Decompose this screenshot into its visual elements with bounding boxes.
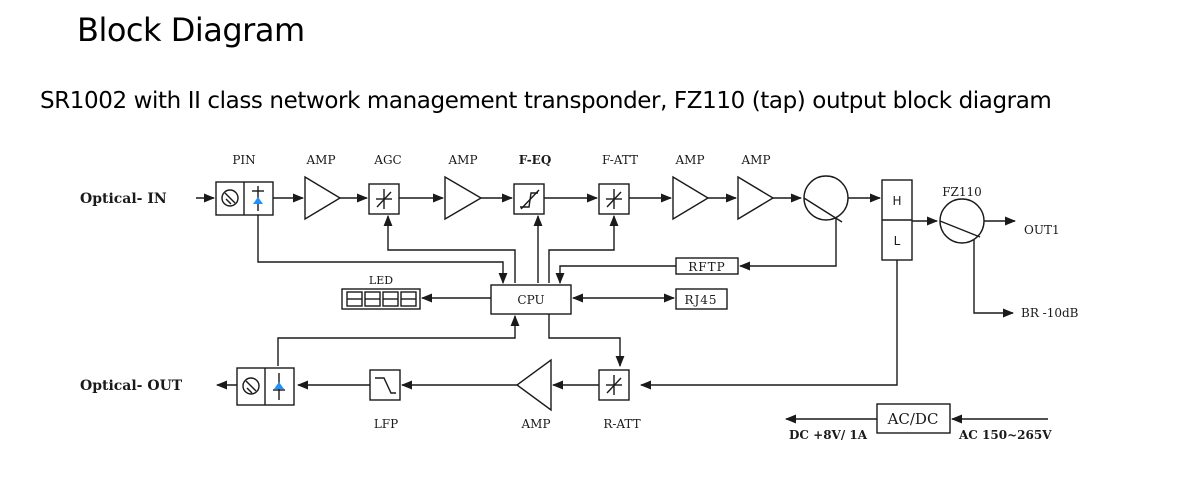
coupler-circle [803, 175, 849, 223]
pin-photodiode-block [215, 181, 274, 216]
acdc-box [876, 403, 951, 434]
optical-in-label: Optical- IN [80, 191, 167, 207]
agc-label: AGC [373, 153, 401, 167]
ratt-label: R-ATT [603, 417, 640, 431]
laser-diode-icon [274, 382, 284, 389]
rftp-label: RFTP [688, 260, 725, 274]
amp3-triangle [672, 175, 710, 221]
return-amp-triangle [515, 358, 552, 412]
lfp-filter-block [369, 369, 401, 401]
rj45-box [675, 288, 728, 310]
dc-out-label: DC +8V/ 1A [789, 428, 868, 442]
amp3-label: AMP [674, 153, 704, 167]
return-amp-label: AMP [520, 417, 550, 431]
acdc-label: AC/DC [887, 410, 939, 428]
fz110-tap-circle [939, 198, 985, 244]
cpu-box [490, 284, 572, 315]
fatt-label: F-ATT [602, 153, 638, 167]
diplexer-block [881, 179, 913, 261]
pin-label: PIN [232, 153, 255, 167]
fz110-label: FZ110 [942, 185, 982, 199]
amp4-triangle [737, 175, 775, 221]
photodiode-icon [253, 197, 263, 204]
laser-transmitter-block [236, 367, 295, 406]
fatt-block [598, 183, 630, 215]
amp2-label: AMP [447, 153, 477, 167]
amp2-triangle [444, 175, 483, 221]
rj45-label: RJ45 [684, 293, 717, 307]
out1-label: OUT1 [1024, 223, 1060, 237]
lfp-label: LFP [374, 417, 398, 431]
amp4-label: AMP [740, 153, 770, 167]
led-display [341, 288, 421, 310]
optical-out-label: Optical- OUT [80, 378, 183, 394]
amp1-label: AMP [305, 153, 335, 167]
led-label: LED [369, 274, 393, 287]
feq-block [513, 183, 545, 215]
agc-block [368, 183, 400, 215]
br-label: BR -10dB [1021, 306, 1079, 320]
amp1-triangle [304, 175, 342, 221]
cpu-label: CPU [517, 293, 544, 307]
diplexer-h-label: H [892, 194, 901, 208]
page-title: Block Diagram [77, 11, 305, 49]
ratt-block [598, 369, 630, 401]
feq-label: F-EQ [519, 153, 552, 167]
ac-in-label: AC 150~265V [958, 428, 1052, 442]
diplexer-l-label: L [894, 234, 901, 248]
diagram-subtitle: SR1002 with II class network management … [40, 88, 1052, 114]
